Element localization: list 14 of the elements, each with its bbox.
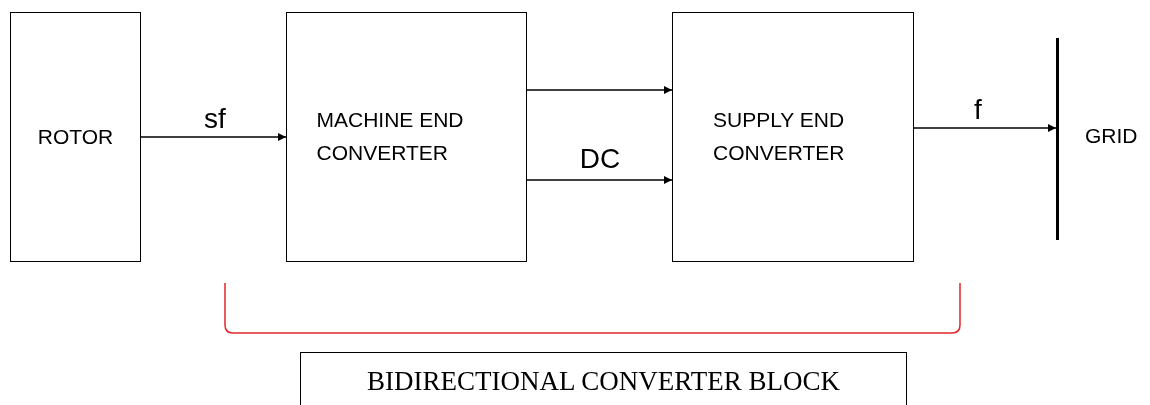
label-box <box>300 352 907 405</box>
arrow <box>140 133 287 141</box>
grid-bar <box>1056 38 1059 240</box>
block-label: SUPPLY END CONVERTER <box>713 107 846 166</box>
block-label: BIDIRECTIONAL CONVERTER BLOCK <box>367 365 840 399</box>
block-box <box>286 12 527 262</box>
block-label: ROTOR <box>37 123 114 150</box>
block-label: MACHINE END CONVERTER <box>316 107 465 166</box>
node-caption: GRID <box>1085 124 1138 148</box>
arrow <box>526 176 673 184</box>
arrow <box>913 124 1057 132</box>
arrow <box>526 86 673 94</box>
block-box <box>672 12 914 262</box>
block-box <box>10 12 141 262</box>
